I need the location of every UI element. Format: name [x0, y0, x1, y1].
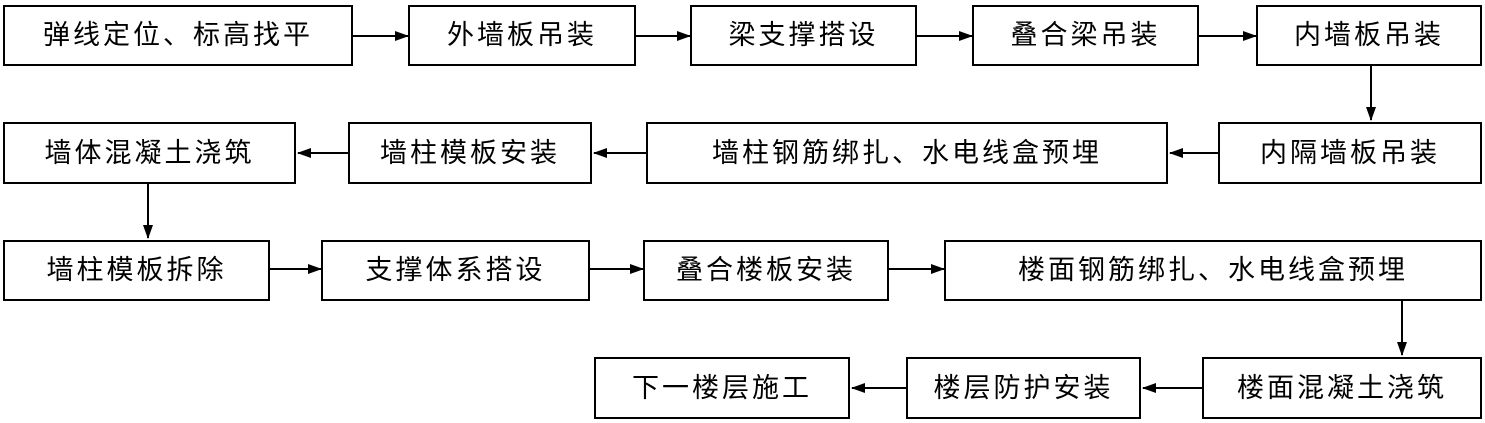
- step-box-11: 支撑体系搭设: [321, 240, 590, 301]
- step-box-15: 楼层防护安装: [906, 357, 1141, 419]
- step-box-10: 墙柱模板拆除: [3, 240, 270, 301]
- step-box-16: 下一楼层施工: [594, 357, 850, 419]
- step-box-2: 外墙板吊装: [408, 5, 636, 66]
- step-box-14: 楼面混凝土浇筑: [1202, 357, 1482, 419]
- step-box-5: 内墙板吊装: [1256, 5, 1482, 66]
- step-box-4: 叠合梁吊装: [972, 5, 1199, 66]
- step-box-1: 弹线定位、标高找平: [3, 5, 353, 66]
- step-box-7: 墙柱钢筋绑扎、水电线盒预埋: [646, 122, 1168, 184]
- step-box-3: 梁支撑搭设: [690, 5, 917, 66]
- step-box-12: 叠合楼板安装: [643, 240, 889, 301]
- step-box-13: 楼面钢筋绑扎、水电线盒预埋: [944, 240, 1482, 301]
- step-box-8: 墙柱模板安装: [348, 122, 592, 184]
- step-box-6: 内隔墙板吊装: [1218, 122, 1482, 184]
- step-box-9: 墙体混凝土浇筑: [3, 122, 296, 184]
